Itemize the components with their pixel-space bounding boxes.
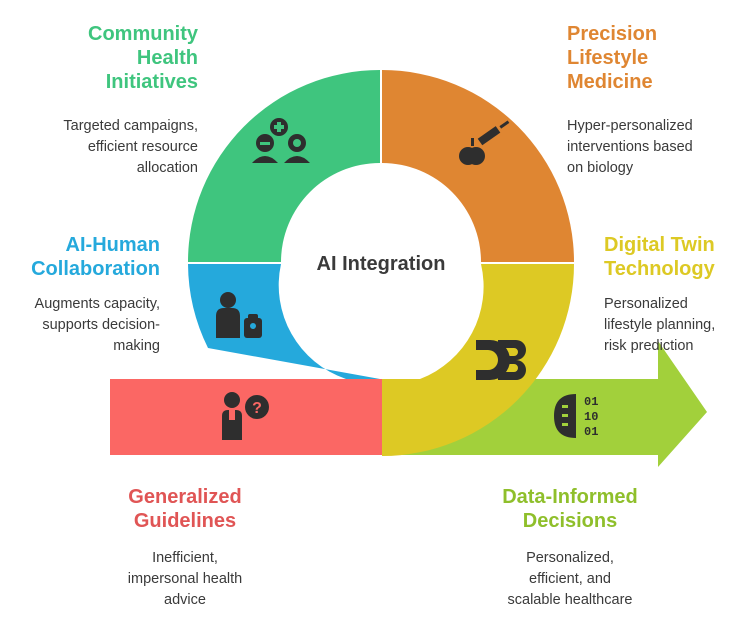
binary-row-3: 01	[584, 425, 598, 439]
human-robot-icon	[216, 292, 262, 338]
apple-syringe-icon	[459, 120, 510, 165]
center-label: AI Integration	[317, 253, 446, 275]
binary-row-2: 10	[584, 410, 598, 424]
precision-medicine-desc: Hyper-personalized interventions based o…	[567, 118, 693, 176]
community-health-title: Community Health Initiatives	[88, 23, 198, 93]
binary-row-1: 01	[584, 395, 598, 409]
brain-binary-icon: 01 10 01	[554, 394, 598, 439]
center-circle	[284, 166, 478, 360]
digital-twin-desc: Personalized lifestyle planning, risk pr…	[604, 296, 716, 354]
generalized-guidelines-title: Generalized Guidelines	[128, 486, 242, 532]
svg-text:?: ?	[252, 400, 262, 417]
generalized-guidelines-desc: Inefficient, impersonal health advice	[127, 550, 243, 608]
ai-collaboration-segment	[188, 264, 380, 379]
ai-collaboration-title: AI-Human Collaboration	[31, 234, 160, 280]
data-informed-title: Data-Informed Decisions	[502, 486, 638, 532]
d3-logo-icon	[476, 340, 526, 380]
generalized-guidelines-bar	[110, 379, 382, 455]
precision-medicine-title: Precision Lifestyle Medicine	[567, 23, 658, 93]
digital-twin-title: Digital Twin Technology	[604, 234, 715, 280]
community-group-icon	[252, 118, 310, 163]
community-health-segment	[188, 70, 380, 262]
data-informed-desc: Personalized, efficient, and scalable he…	[507, 550, 633, 608]
precision-medicine-segment	[382, 70, 574, 262]
digital-twin-segment	[382, 264, 574, 456]
community-health-desc: Targeted campaigns, efficient resource a…	[63, 118, 198, 176]
ai-collaboration-desc: Augments capacity, supports decision- ma…	[34, 296, 160, 354]
person-question-icon: ?	[222, 392, 269, 440]
